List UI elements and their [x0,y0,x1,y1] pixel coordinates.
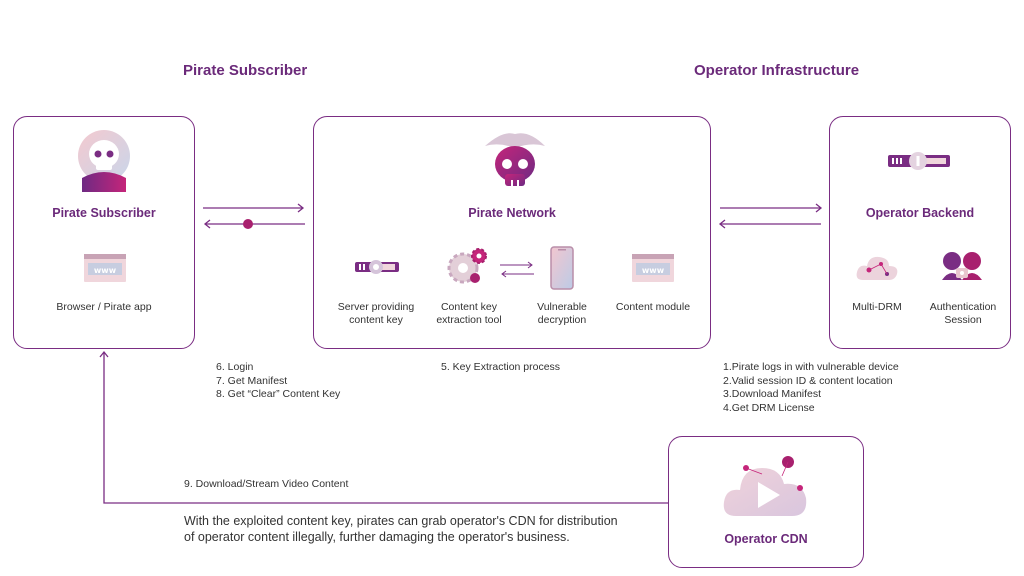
arrowhead-right-2 [815,203,823,213]
svg-text:www: www [94,266,117,275]
key-dot [243,219,253,229]
server-lock-icon [888,152,950,170]
phone-icon [550,246,574,290]
authentication-session-label: Authentication Session [929,301,997,326]
vulnerable-decryption-label: Vulnerable decryption [537,301,587,326]
multi-drm-label: Multi-DRM [852,301,902,313]
arrowhead-up [99,350,109,358]
browser-pirate-app-label: Browser / Pirate app [56,301,152,313]
steps-left-note: 6. Login 7. Get Manifest 8. Get “Clear” … [216,361,341,400]
pirate-subscriber-title: Pirate Subscriber [52,206,156,220]
server-providing-content-key-label: Server providing content key [337,301,415,326]
pirate-network-title: Pirate Network [468,206,556,220]
arrowhead-right-1 [297,203,305,213]
explanation-paragraph: With the exploited content key, pirates … [184,514,618,544]
pirate-subscriber-header: Pirate Subscriber [183,62,308,79]
steps-right-note: 1.Pirate logs in with vulnerable device … [723,361,899,414]
gears-icon [447,248,487,284]
operator-backend-title: Operator Backend [865,206,975,220]
step-key-extraction-note: 5. Key Extraction process [441,361,561,373]
operator-cdn-title: Operator CDN [724,532,808,546]
content-module-label: Content module [615,301,691,313]
cloud-network-icon [856,256,898,280]
cloud-play-icon [723,456,807,516]
auth-users-icon [942,252,982,280]
arrowhead-left-2 [718,219,726,229]
skull-icon [78,130,130,192]
pirate-skull-icon [485,133,545,186]
www-browser-icon: www [84,254,126,282]
content-module-www-icon: www [632,254,674,282]
step-download-stream-note: 9. Download/Stream Video Content [184,478,349,490]
internal-double-arrow [500,261,534,278]
svg-text:www: www [642,266,665,275]
operator-infrastructure-header: Operator Infrastructure [694,62,860,79]
arrowhead-left-1 [203,219,211,229]
server-icon [355,260,399,274]
content-key-extraction-tool-label: Content key extraction tool [436,301,502,326]
